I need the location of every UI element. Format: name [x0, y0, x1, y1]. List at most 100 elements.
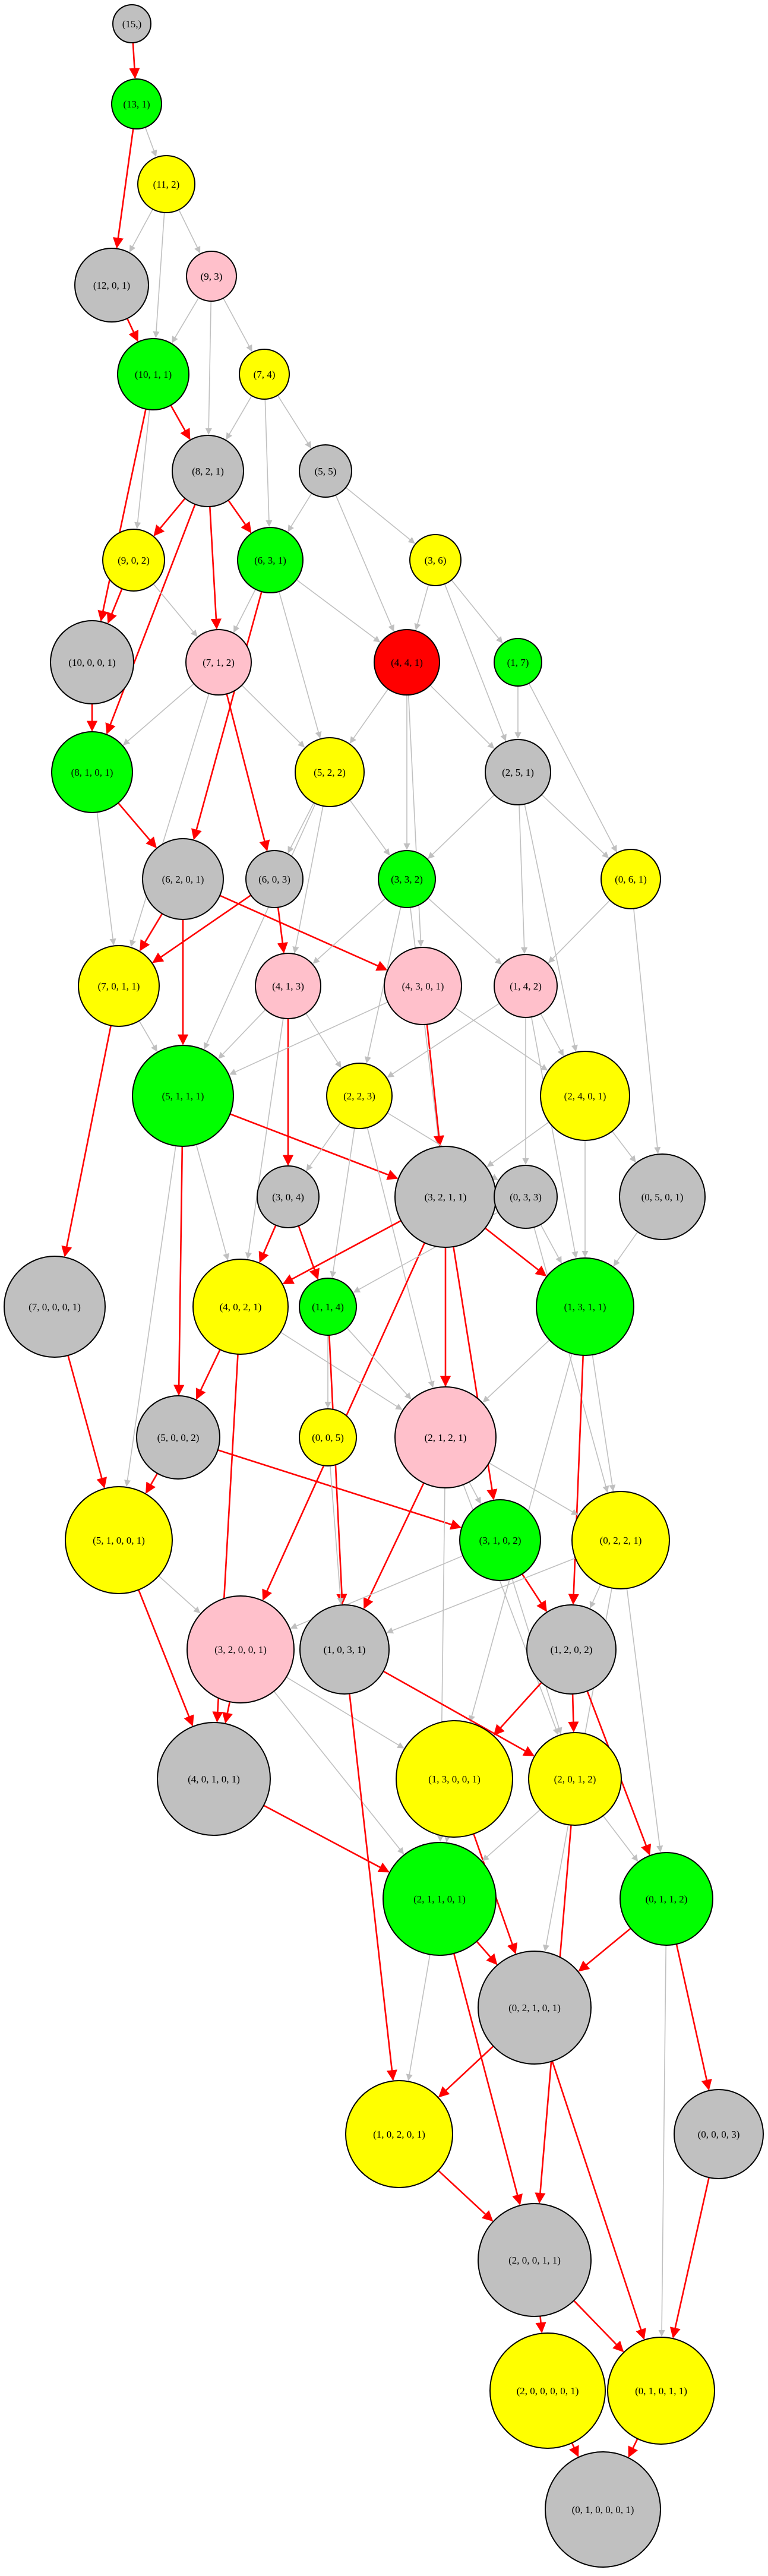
node-circle [494, 638, 542, 687]
node-n1_1_4[interactable]: (1, 1, 4) [299, 1278, 357, 1336]
node-n7_0_0_0_1[interactable]: (7, 0, 0, 0, 1) [4, 1256, 106, 1358]
node-label: (7, 0, 0, 0, 1) [29, 1301, 81, 1313]
node-n6_0_3[interactable]: (6, 0, 3) [245, 850, 304, 908]
node-n2_5_1[interactable]: (2, 5, 1) [485, 739, 551, 805]
edge-n2_0_1_2-to-n0_1_1_2 [602, 1815, 639, 1862]
edge-n4_0_1_0_1-to-n2_1_1_0_1 [263, 1804, 390, 1873]
node-n0_1_1_2[interactable]: (0, 1, 1, 2) [620, 1852, 713, 1946]
node-label: (13, 1) [123, 99, 150, 110]
node-n5_1_1_1[interactable]: (5, 1, 1, 1) [132, 1045, 234, 1147]
node-n0_0_0_3[interactable]: (0, 0, 0, 3) [674, 2089, 764, 2179]
node-n7_1_2[interactable]: (7, 1, 2) [185, 629, 252, 696]
node-n2_0_1_2[interactable]: (2, 0, 1, 2) [528, 1732, 622, 1826]
node-n1_3_1_1[interactable]: (1, 3, 1, 1) [536, 1257, 634, 1356]
node-n10_1_1[interactable]: (10, 1, 1) [117, 338, 189, 410]
node-n15[interactable]: (15,) [112, 4, 151, 43]
edge-n6_2_0_1-to-n4_3_0_1 [219, 895, 388, 971]
node-n11_2[interactable]: (11, 2) [137, 155, 195, 213]
edge-n5_5-to-n6_3_1 [287, 492, 312, 532]
edge-n0_3_3-to-n1_3_1_1 [540, 1224, 562, 1264]
node-n12_0_1[interactable]: (12, 0, 1) [74, 248, 149, 323]
node-n7_4[interactable]: (7, 4) [239, 349, 290, 400]
node-n4_0_1_0_1[interactable]: (4, 0, 1, 0, 1) [157, 1722, 271, 1836]
node-n0_2_2_1[interactable]: (0, 2, 2, 1) [571, 1491, 670, 1589]
edge-n2_2_3-to-n3_0_4 [306, 1122, 341, 1171]
node-circle [374, 629, 440, 696]
node-label: (2, 4, 0, 1) [564, 1091, 606, 1102]
node-n7_0_1_1[interactable]: (7, 0, 1, 1) [78, 945, 160, 1027]
edge-n1_2_0_2-to-n1_3_0_0_1 [493, 1681, 542, 1736]
node-n2_1_1_0_1[interactable]: (2, 1, 1, 0, 1) [383, 1842, 497, 1956]
node-n1_4_2[interactable]: (1, 4, 2) [494, 954, 558, 1018]
node-circle [257, 1165, 320, 1228]
node-n0_1_0_0_0_1[interactable]: (0, 1, 0, 0, 0, 1) [545, 2451, 661, 2568]
node-n4_3_0_1[interactable]: (4, 3, 0, 1) [384, 947, 462, 1025]
node-n5_0_0_2[interactable]: (5, 0, 0, 2) [136, 1395, 220, 1480]
edge-n0_6_1-to-n1_4_2 [548, 900, 611, 963]
node-n4_0_2_1[interactable]: (4, 0, 2, 1) [192, 1259, 289, 1355]
node-n2_1_2_1[interactable]: (2, 1, 2, 1) [394, 1386, 497, 1488]
node-label: (5, 2, 2) [314, 767, 346, 778]
node-n5_1_0_0_1[interactable]: (5, 1, 0, 0, 1) [65, 1486, 173, 1594]
node-n1_0_2_0_1[interactable]: (1, 0, 2, 0, 1) [345, 2080, 453, 2188]
node-circle [187, 1595, 295, 1703]
node-n3_0_4[interactable]: (3, 0, 4) [257, 1165, 320, 1228]
edge-n5_2_2-to-n4_1_3 [292, 805, 324, 954]
node-n3_2_0_0_1[interactable]: (3, 2, 0, 0, 1) [187, 1595, 295, 1703]
edge-n4_1_3-to-n4_0_2_1 [245, 1018, 284, 1260]
edge-n5_1_0_0_1-to-n3_2_0_0_1 [158, 1575, 201, 1614]
edge-n7_0_1_1-to-n5_1_1_1 [138, 1020, 157, 1052]
node-circle [192, 1259, 289, 1355]
node-n1_3_0_0_1[interactable]: (1, 3, 0, 0, 1) [396, 1720, 513, 1838]
edge-n8_2_1-to-n8_1_0_1 [105, 504, 196, 735]
edge-n3_2_0_0_1-to-n1_3_0_0_1 [286, 1676, 404, 1749]
node-n8_1_0_1[interactable]: (8, 1, 0, 1) [51, 731, 133, 813]
node-n5_2_2[interactable]: (5, 2, 2) [295, 737, 365, 807]
node-n2_0_0_0_0_1[interactable]: (2, 0, 0, 0, 0, 1) [489, 2332, 606, 2449]
node-n2_4_0_1[interactable]: (2, 4, 0, 1) [540, 1051, 630, 1141]
node-n0_3_3[interactable]: (0, 3, 3) [494, 1165, 558, 1229]
edge-n2_0_0_1_1-to-n0_1_0_1_1 [573, 2300, 624, 2353]
node-n4_4_1[interactable]: (4, 4, 1) [374, 629, 440, 696]
node-circle [674, 2089, 764, 2179]
edge-n1_4_2-to-n2_4_0_1 [540, 1013, 564, 1057]
edge-n3_2_1_1-to-n1_3_1_1 [484, 1227, 547, 1277]
node-label: (0, 1, 1, 2) [646, 1894, 688, 1905]
node-n13_1[interactable]: (13, 1) [111, 78, 162, 129]
node-label: (9, 3) [201, 271, 223, 282]
node-n1_0_3_1[interactable]: (1, 0, 3, 1) [299, 1604, 390, 1695]
edge-n5_2_2-to-n3_3_2 [349, 799, 390, 856]
node-label: (15,) [122, 18, 142, 30]
node-n6_3_1[interactable]: (6, 3, 1) [237, 527, 304, 593]
node-n3_2_1_1[interactable]: (3, 2, 1, 1) [394, 1146, 497, 1248]
edge-n5_1_1_1-to-n3_2_1_1 [229, 1113, 399, 1180]
node-n4_1_3[interactable]: (4, 1, 3) [255, 953, 321, 1019]
node-n6_2_0_1[interactable]: (6, 2, 0, 1) [142, 838, 224, 920]
node-n1_2_0_2[interactable]: (1, 2, 0, 2) [526, 1604, 617, 1695]
edge-n7_0_0_0_1-to-n5_1_0_0_1 [67, 1355, 108, 1489]
edges-layer [61, 42, 712, 2458]
edge-n3_1_0_2-to-n1_2_0_2 [522, 1573, 547, 1613]
edge-n10_1_1-to-n9_0_2 [134, 409, 150, 529]
edge-n0_2_1_0_1-to-n0_1_0_1_1 [551, 2060, 646, 2340]
node-n1_7[interactable]: (1, 7) [494, 638, 542, 687]
node-n0_2_1_0_1[interactable]: (0, 2, 1, 0, 1) [478, 1951, 592, 2065]
node-circle [384, 947, 462, 1025]
node-n8_2_1[interactable]: (8, 2, 1) [172, 435, 244, 507]
node-n3_3_2[interactable]: (3, 3, 2) [378, 850, 436, 908]
node-n3_1_0_2[interactable]: (3, 1, 0, 2) [459, 1499, 541, 1581]
node-n9_3[interactable]: (9, 3) [186, 251, 237, 302]
node-n2_0_0_1_1[interactable]: (2, 0, 0, 1, 1) [478, 2203, 592, 2317]
node-n5_5[interactable]: (5, 5) [299, 444, 352, 498]
node-n0_1_0_1_1[interactable]: (0, 1, 0, 1, 1) [607, 2337, 715, 2445]
node-n3_6[interactable]: (3, 6) [409, 534, 462, 586]
node-label: (2, 1, 2, 1) [425, 1432, 467, 1443]
node-n10_0_0_1[interactable]: (10, 0, 0, 1) [50, 620, 134, 704]
node-n0_0_5[interactable]: (0, 0, 5) [299, 1408, 357, 1466]
node-n0_6_1[interactable]: (0, 6, 1) [601, 849, 661, 909]
node-n0_5_0_1[interactable]: (0, 5, 0, 1) [619, 1153, 706, 1240]
node-n9_0_2[interactable]: (9, 0, 2) [102, 529, 165, 592]
edge-n1_1_4-to-n2_1_2_1 [346, 1327, 412, 1400]
node-circle [494, 1165, 558, 1229]
node-n2_2_3[interactable]: (2, 2, 3) [326, 1063, 393, 1129]
